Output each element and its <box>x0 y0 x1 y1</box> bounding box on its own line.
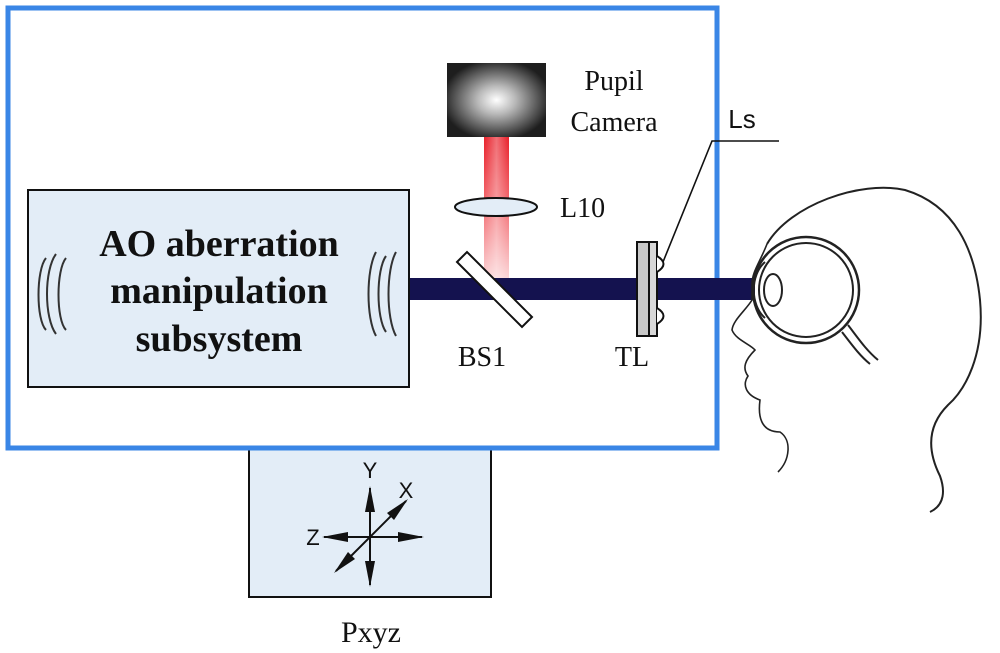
z-axis-arrow-left <box>322 532 348 542</box>
trial-lens-back <box>648 241 658 337</box>
light-source-leader <box>662 140 779 263</box>
x-axis-arrow-down <box>334 552 355 573</box>
head-outline <box>766 186 982 513</box>
ao-subsystem-line2: manipulation <box>110 270 328 312</box>
z-axis-label: Z <box>306 525 319 550</box>
beam-splitter-label: BS1 <box>458 342 506 373</box>
x-axis-arrow-up <box>387 499 408 520</box>
face-profile <box>731 243 789 473</box>
beam-splitter-bs1 <box>455 250 534 329</box>
lens-l10 <box>454 197 538 217</box>
x-axis-label: X <box>399 478 414 503</box>
eyeball-inner <box>758 242 854 338</box>
ao-right-squiggles <box>367 251 397 337</box>
ao-left-squiggles <box>37 253 67 335</box>
light-source-bottom <box>656 307 665 325</box>
ao-subsystem-box <box>27 189 410 388</box>
optic-nerve <box>847 324 879 361</box>
pupil-camera-label-line2: Camera <box>570 107 658 138</box>
pupil-camera-label-line1: Pupil <box>584 66 643 97</box>
light-source-top <box>656 255 665 273</box>
trial-lens-front <box>636 241 650 337</box>
stage-label: Pxyz <box>341 616 401 649</box>
eye-icon <box>751 235 879 365</box>
trial-lens-label: TL <box>615 342 649 373</box>
y-axis-arrow-down <box>365 561 375 587</box>
y-axis-arrow-up <box>365 486 375 512</box>
optic-nerve-2 <box>841 331 871 365</box>
ao-subsystem-line3: subsystem <box>136 318 303 360</box>
pupil-camera <box>447 63 546 137</box>
main-beam <box>410 278 755 300</box>
eye-lens <box>763 273 783 307</box>
xyz-axes: Y X Z <box>306 458 424 587</box>
light-source-label: Ls <box>728 104 755 134</box>
y-axis-label: Y <box>363 458 378 483</box>
ao-subsystem-line1: AO aberration <box>99 223 339 265</box>
z-axis-arrow-right <box>398 532 424 542</box>
lens-l10-label: L10 <box>560 193 605 224</box>
cornea <box>752 261 766 319</box>
